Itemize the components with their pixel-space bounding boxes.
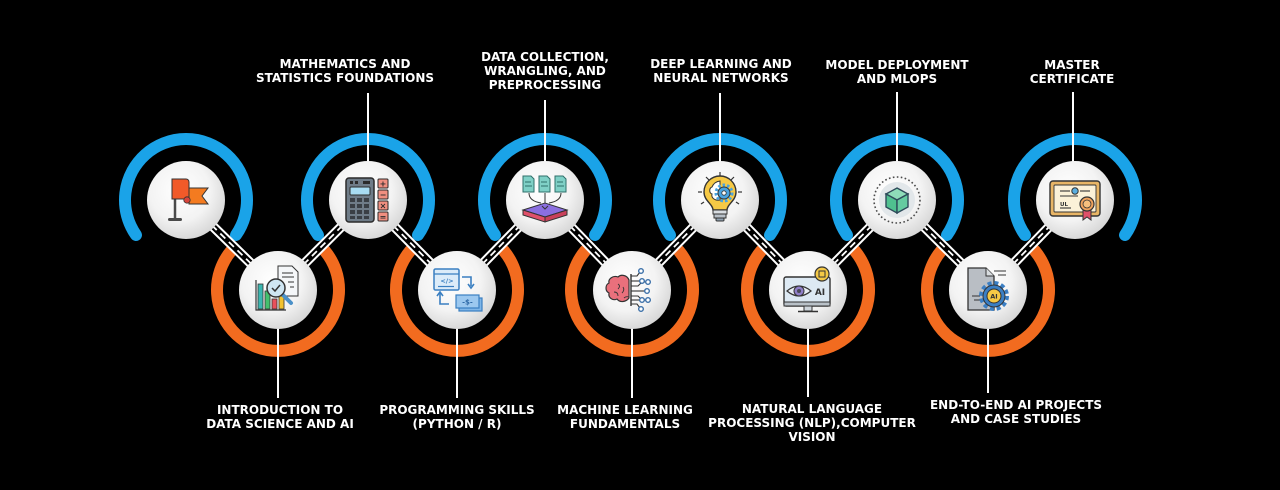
step-label-end-to-end-projects: END-TO-END AI PROJECTS AND CASE STUDIES [866, 398, 1166, 427]
monitor-ai-text: AI [815, 288, 825, 298]
label-line: MASTER [1044, 58, 1100, 72]
label-line: WRANGLING, AND [484, 63, 606, 78]
label-line: STATISTICS FOUNDATIONS [255, 70, 435, 85]
label-line: DEEP LEARNING AND [650, 57, 792, 71]
certificate-signature: UL [1060, 202, 1068, 208]
blue-arc-step-1 [119, 133, 253, 241]
label-line: AND MLOPS [856, 71, 938, 86]
label-line: PROGRAMMING SKILLS [379, 403, 535, 417]
certificate-icon: UL [1049, 180, 1101, 221]
leader-lines [277, 92, 1074, 398]
label-line: AND CASE STUDIES [950, 411, 1082, 426]
label-line: INTRODUCTION TO [216, 403, 344, 417]
top-arcs [119, 133, 1142, 241]
lightbulb-gear-icon [698, 172, 742, 222]
calculator-minus-glyph: − [380, 191, 387, 200]
step-label-deep-learning: DEEP LEARNING AND NEURAL NETWORKS [571, 57, 871, 86]
step-label-model-deployment: MODEL DEPLOYMENT AND MLOPS [747, 58, 1047, 87]
deployment-cube-icon [873, 176, 921, 224]
flag-icon [168, 178, 209, 221]
money-glyph: -$- [462, 299, 473, 307]
data-analysis-report-icon [255, 265, 299, 311]
label-line: PREPROCESSING [488, 77, 602, 92]
step-label-mathematics: MATHEMATICS AND STATISTICS FOUNDATIONS [195, 57, 495, 86]
label-line: PROCESSING (NLP),COMPUTER [708, 415, 916, 430]
step-label-programming: PROGRAMMING SKILLS (PYTHON / R) [307, 403, 607, 432]
label-line: MODEL DEPLOYMENT [825, 58, 969, 72]
ai-document-gear-icon: AI [967, 267, 1009, 311]
connector-dashes [185, 199, 1076, 291]
step-label-machine-learning: MACHINE LEARNING FUNDAMENTALS [475, 403, 775, 432]
code-exchange-icon: </> -$- [433, 268, 483, 312]
node-step-6 [593, 251, 671, 329]
brain-circuit-icon [605, 268, 651, 313]
label-line: (PYTHON / R) [412, 416, 502, 431]
calculator-times-glyph: × [380, 202, 387, 211]
computer-vision-monitor-icon: AI [783, 266, 831, 313]
calculator-equals-glyph: = [380, 213, 387, 222]
step-label-introduction: INTRODUCTION TO DATA SCIENCE AND AI [130, 403, 430, 432]
data-collection-icon [521, 175, 569, 223]
calculator-icon: + − × = [345, 177, 389, 223]
label-line: NEURAL NETWORKS [653, 70, 789, 85]
label-line: END-TO-END AI PROJECTS [929, 398, 1103, 412]
code-tag-glyph: </> [440, 277, 453, 285]
label-line: CERTIFICATE [1029, 71, 1115, 86]
label-line: VISION [788, 429, 836, 444]
label-line: DATA COLLECTION, [481, 50, 609, 64]
step-label-nlp-computer-vision: NATURAL LANGUAGE PROCESSING (NLP),COMPUT… [662, 402, 962, 444]
label-line: FUNDAMENTALS [569, 416, 681, 431]
blue-arc-step-11 [1008, 133, 1142, 241]
label-line: MATHEMATICS AND [279, 57, 411, 71]
label-line: DATA SCIENCE AND AI [206, 416, 354, 431]
label-line: MACHINE LEARNING [557, 403, 693, 417]
calculator-plus-glyph: + [380, 180, 387, 189]
step-label-master-certificate: MASTER CERTIFICATE [922, 58, 1222, 87]
gear-ai-text: AI [990, 293, 997, 301]
step-label-data-collection: DATA COLLECTION, WRANGLING, AND PREPROCE… [395, 50, 695, 92]
label-line: NATURAL LANGUAGE [741, 402, 883, 416]
